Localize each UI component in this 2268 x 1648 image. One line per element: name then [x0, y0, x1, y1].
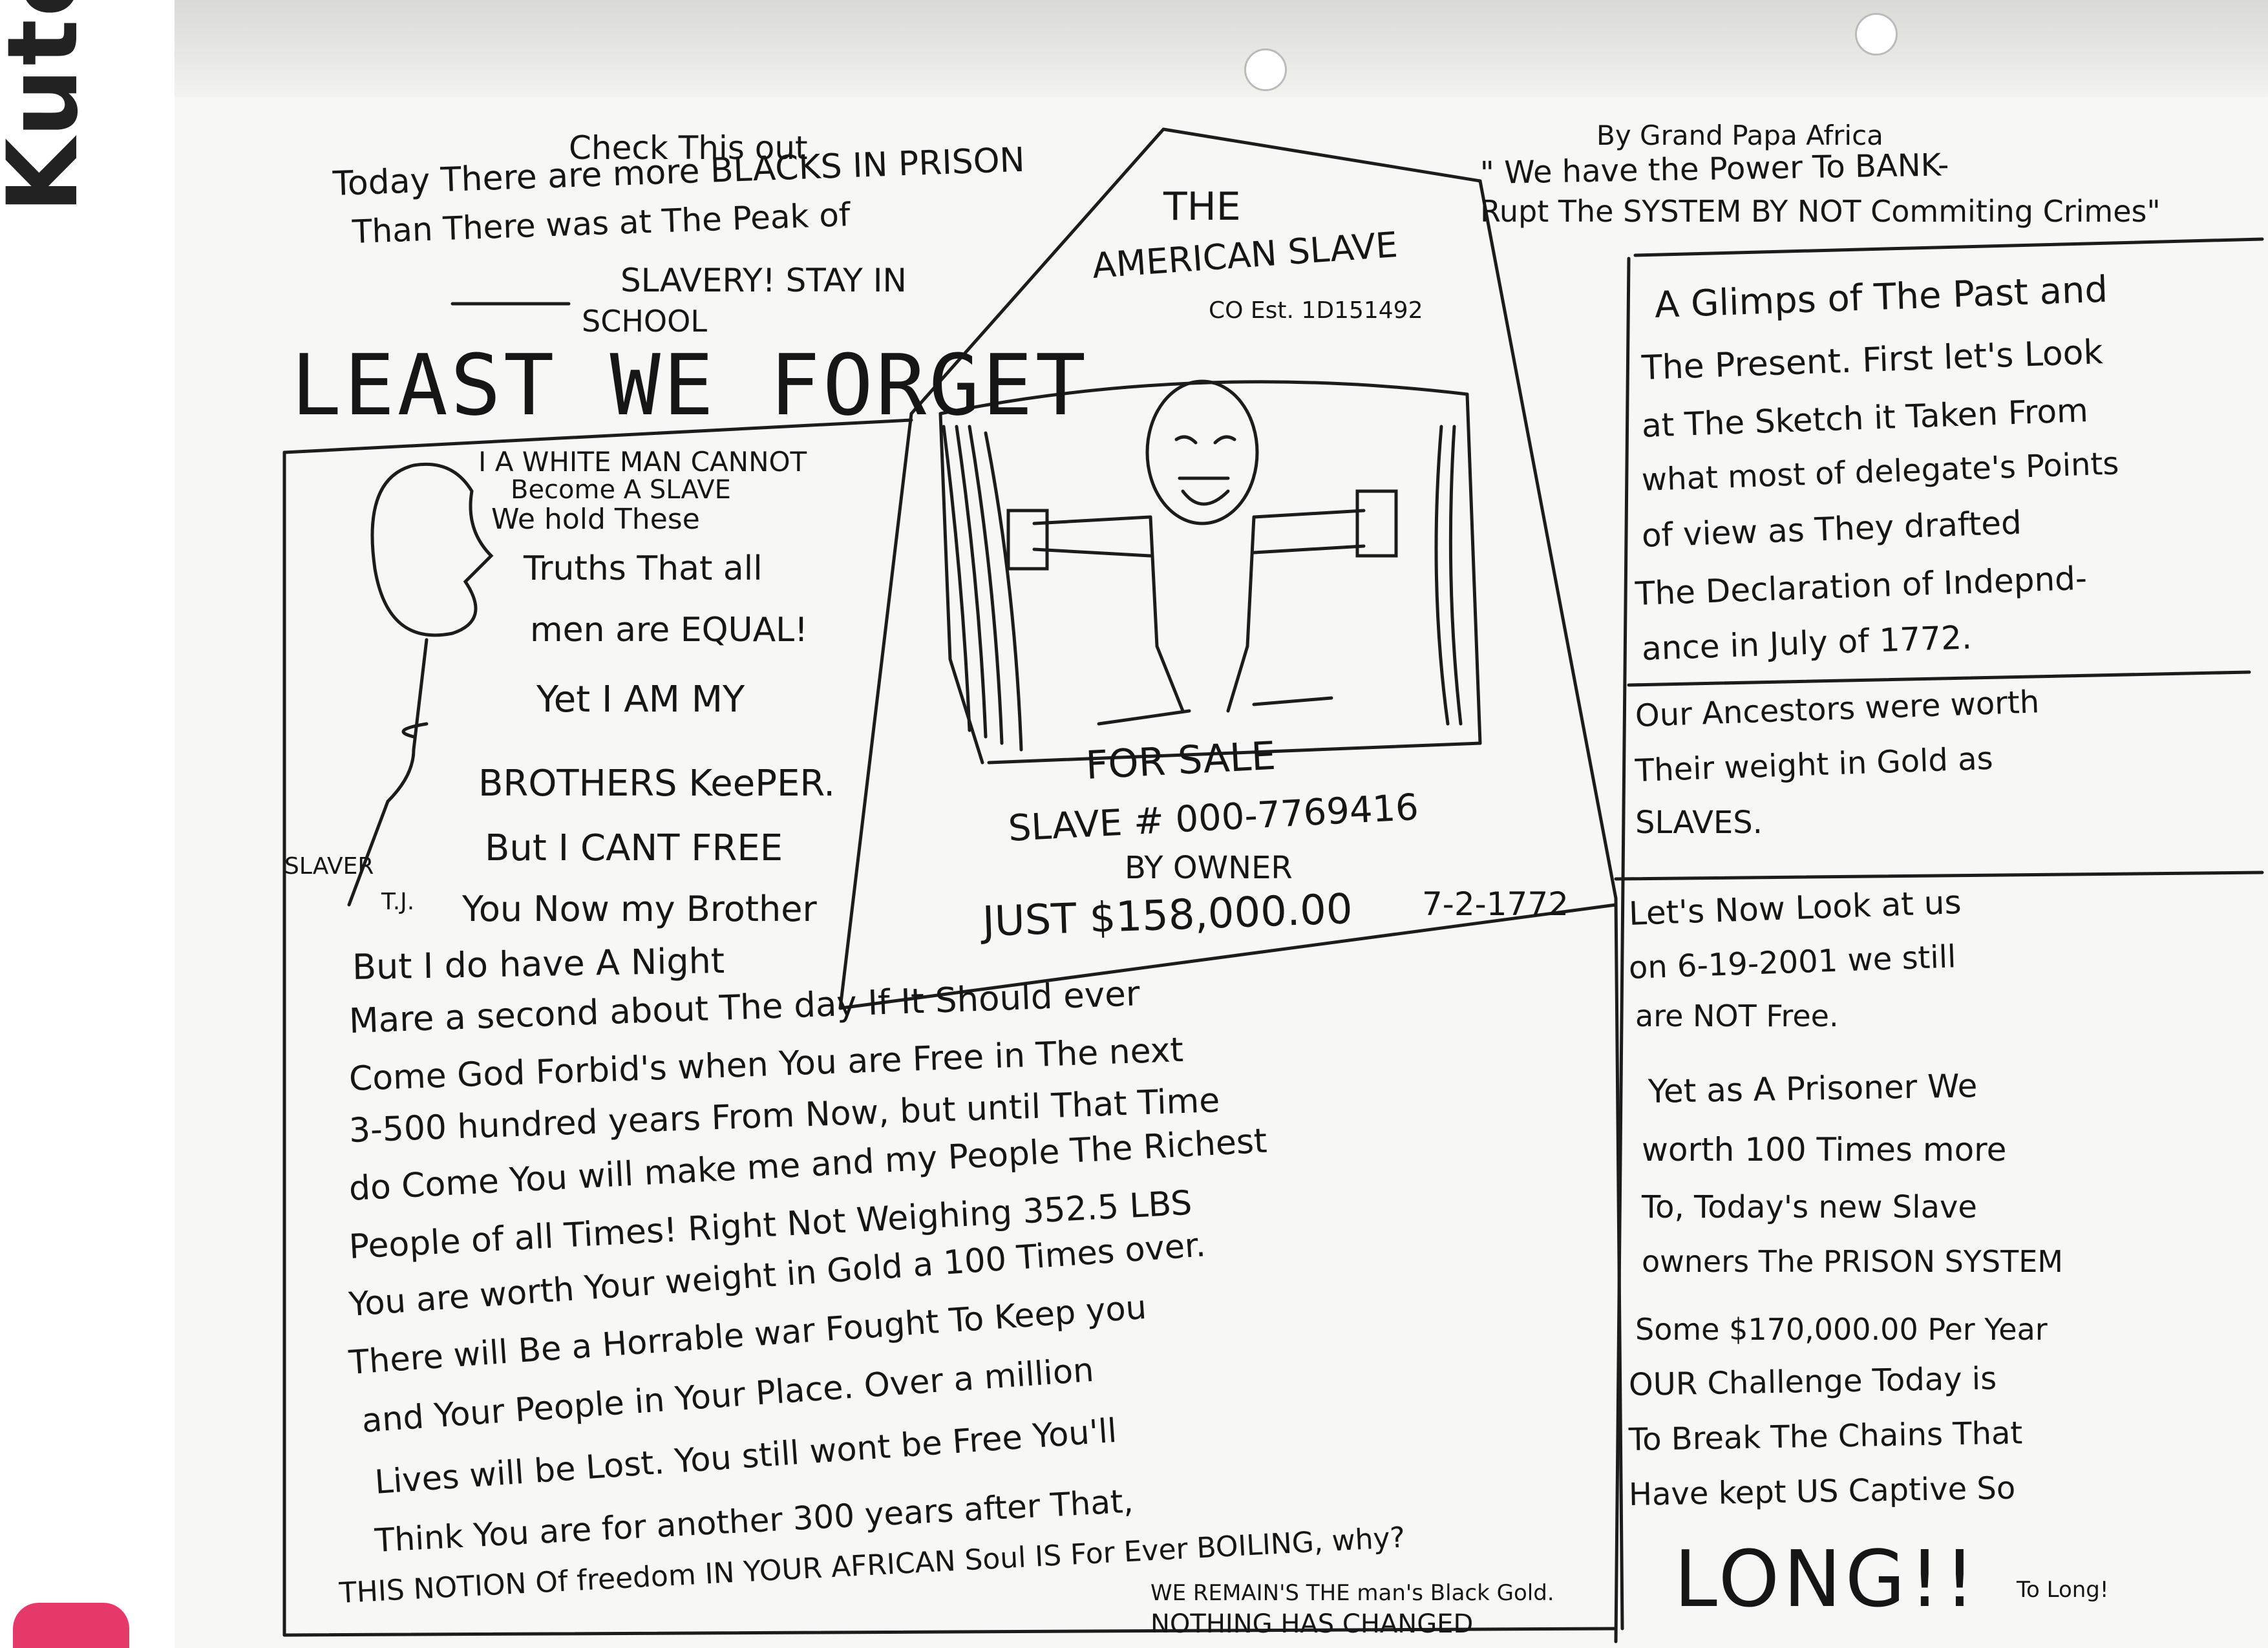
slaver-head — [370, 462, 494, 637]
right-line: owners The PRISON SYSTEM — [1642, 1244, 2063, 1279]
frame-top-left — [282, 418, 913, 454]
closing-too-long: To Long! — [2017, 1577, 2109, 1603]
binder-hole — [1855, 13, 1898, 56]
closing-long: LONG!! — [1674, 1535, 1979, 1625]
left-margin-strip — [0, 0, 175, 1648]
right-line: Yet as A Prisoner We — [1648, 1067, 1978, 1110]
truth-line: You Now my Brother — [462, 889, 817, 929]
sale-date: 7-2-1772 — [1422, 885, 1569, 923]
right-line: SLAVES. — [1635, 805, 1763, 841]
stage-right — [1465, 392, 1482, 745]
house-floor — [838, 903, 1618, 1010]
slave-shackle-right — [1355, 489, 1398, 558]
right-line: To, Today's new Slave — [1642, 1189, 1977, 1225]
truth-line: BROTHERS KeePER. — [478, 763, 836, 805]
slave-body — [1149, 515, 1256, 713]
footer-nothing-changed: NOTHING HAS CHANGED — [1150, 1609, 1474, 1639]
right-line: Some $170,000.00 Per Year — [1635, 1312, 2048, 1347]
slave-arms — [1032, 509, 1366, 558]
right-line: worth 100 Times more — [1642, 1131, 2007, 1168]
slaver-body — [347, 638, 429, 907]
frame-bottom — [282, 1627, 1618, 1637]
panel-established: CO Est. 1D151492 — [1209, 297, 1423, 324]
white-man-header-1: I A WHITE MAN CANNOT — [478, 446, 807, 478]
right-line: OUR Challenge Today is — [1628, 1360, 1997, 1403]
byline: By Grand Papa Africa — [1596, 120, 1883, 151]
slaver-arm — [401, 722, 429, 739]
truth-line: men are EQUAL! — [530, 611, 808, 650]
passage-line: But I do have A Night — [352, 940, 725, 988]
truth-line: Yet I AM MY — [536, 679, 745, 721]
paper-sheet — [175, 0, 2268, 1648]
stage-base — [987, 741, 1482, 765]
house-roof-right — [1161, 127, 1482, 183]
quote-line-2: Rupt The SYSTEM BY NOT Commiting Crimes" — [1480, 194, 2161, 229]
slave-feet — [1097, 696, 1333, 726]
right-rule-3 — [1614, 871, 2264, 881]
prison-line-3: SLAVERY! STAY IN — [620, 262, 907, 299]
right-rule-1 — [1633, 237, 2264, 257]
by-owner-label: BY OWNER — [1125, 850, 1293, 886]
scan-shadow-band — [175, 0, 2268, 97]
slaver-label: SLAVER — [284, 853, 374, 880]
check-line: Check This out — [569, 129, 808, 167]
slave-head — [1145, 379, 1259, 525]
prison-line-4: SCHOOL — [582, 304, 707, 339]
curtain-left — [942, 425, 1023, 752]
pink-marker-blot — [13, 1603, 129, 1648]
house-roof-left — [909, 127, 1165, 416]
headline: LEAST WE FORGET — [291, 336, 1088, 434]
curtain-right — [1434, 425, 1463, 726]
footer-black-gold: WE REMAIN'S THE man's Black Gold. — [1150, 1580, 1554, 1606]
slave-shackle-left — [1006, 509, 1049, 571]
panel-title: THE — [1163, 184, 1241, 229]
stage-left — [938, 412, 984, 765]
white-man-header-2: Become A SLAVE — [511, 475, 731, 505]
truth-line: Truths That all — [524, 549, 763, 588]
truth-line: We hold These — [491, 503, 700, 536]
right-line: are NOT Free. — [1635, 998, 1839, 1033]
truth-line: But I CANT FREE — [485, 827, 783, 869]
binder-hole — [1244, 48, 1287, 91]
house-left-wall — [838, 412, 913, 1010]
slaver-initials: T.J. — [381, 889, 415, 915]
slave-face — [1174, 435, 1236, 506]
house-right-wall — [1478, 179, 1624, 1631]
right-rule-2 — [1627, 670, 2251, 687]
right-column-divider — [1614, 257, 1631, 1643]
right-line: To Break The Chains That — [1628, 1415, 2023, 1458]
right-line: Have kept US Captive So — [1628, 1470, 2016, 1513]
